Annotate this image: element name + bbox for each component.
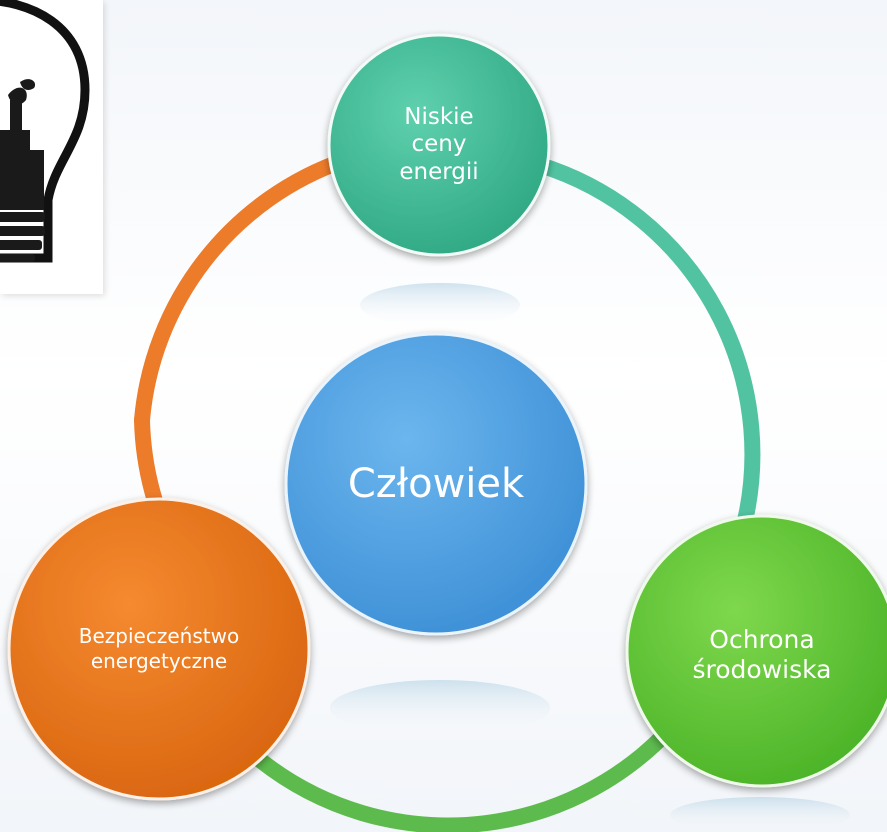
node-center-circle [284, 332, 588, 636]
node-right-circle [625, 514, 887, 788]
ring-arc-orange [134, 152, 353, 428]
node-top-circle [327, 33, 551, 257]
right-node-reflection [670, 797, 850, 832]
top-node-reflection [360, 283, 520, 327]
ring-arc-teal [532, 157, 761, 548]
node-left-circle [7, 497, 311, 801]
lightbulb-factory-icon [0, 0, 90, 263]
center-node-reflection [330, 680, 550, 736]
ring-arc-green [252, 697, 698, 832]
lightbulb-image [0, 0, 103, 294]
